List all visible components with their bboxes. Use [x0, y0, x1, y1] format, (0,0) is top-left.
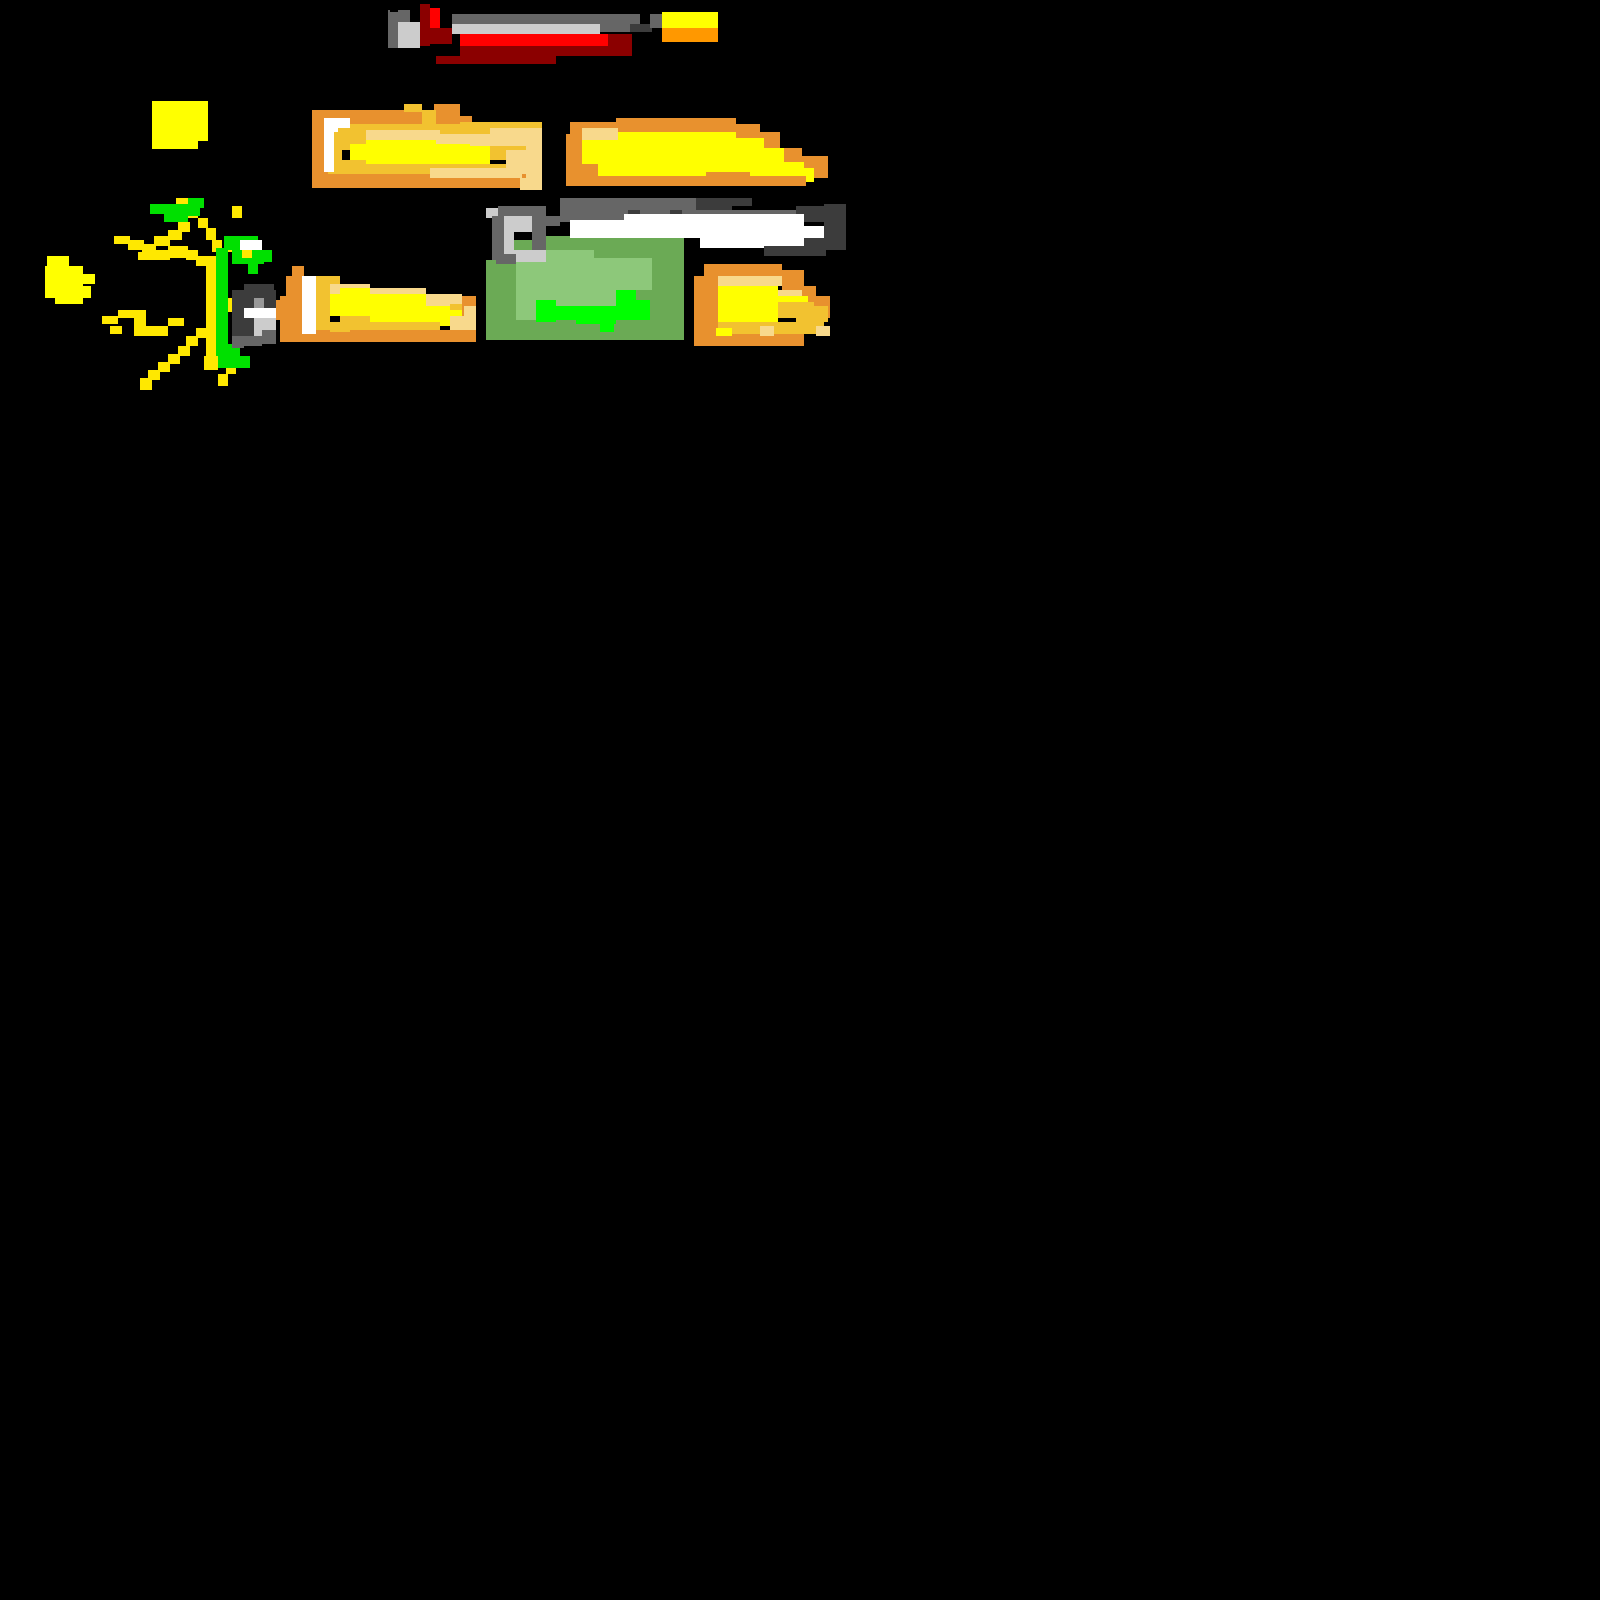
pixel-block [452, 14, 600, 24]
pixel-block [608, 34, 632, 56]
pixel-block [650, 14, 662, 28]
pixel-block [420, 4, 430, 46]
pixel-block [398, 22, 410, 48]
pixel-block [600, 14, 640, 24]
pixel-block [452, 34, 460, 44]
pixel-block [662, 12, 718, 28]
pixel-block [452, 24, 600, 34]
pixel-block [390, 4, 398, 12]
pixel-block [388, 10, 398, 48]
pixel-block [430, 28, 452, 44]
pixel-block [436, 56, 556, 64]
pixel-block [398, 10, 410, 22]
pixel-block [556, 46, 608, 56]
pixel-block [460, 34, 608, 46]
pixel-block [600, 24, 630, 32]
pixel-block [430, 8, 440, 44]
pixel-block [630, 24, 652, 32]
pixel-block [410, 22, 420, 48]
pixel-block [460, 46, 608, 56]
pixel-block [662, 28, 718, 42]
